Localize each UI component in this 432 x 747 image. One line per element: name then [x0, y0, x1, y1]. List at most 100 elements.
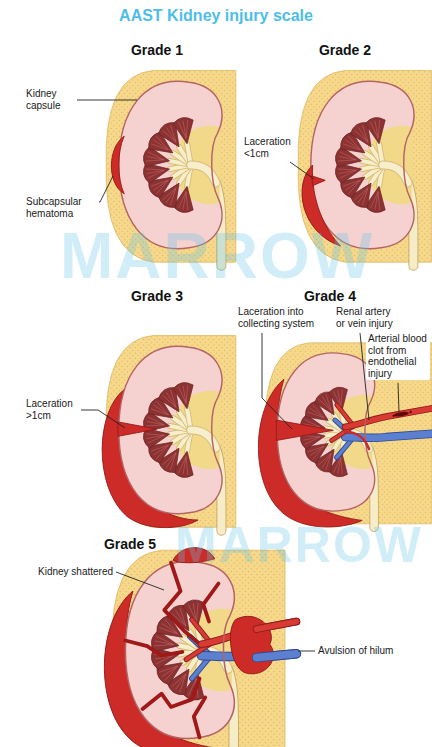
- pyramid-stripe: [310, 446, 324, 456]
- pyramid-stripe: [362, 125, 368, 142]
- renal-artery-stump-outline: [257, 622, 297, 630]
- laceration: [276, 420, 333, 440]
- grade-heading: Grade 1: [131, 42, 183, 58]
- pyramid-stripe: [147, 421, 165, 424]
- pyramid-stripe: [148, 417, 165, 425]
- callout-label: Kidney capsule: [26, 88, 74, 112]
- clot-dot: [392, 415, 394, 417]
- callout-label: Renal artery or vein injury: [336, 306, 400, 330]
- renal-artery-stump: [257, 622, 297, 630]
- laceration: [312, 176, 326, 186]
- renal-artery: [345, 408, 432, 427]
- pyramid-stripe: [343, 180, 360, 186]
- pyramid-stripe: [148, 152, 165, 160]
- watermark-text: MARROW: [60, 224, 374, 288]
- pyramid-stripe: [186, 385, 188, 403]
- callout-label: Laceration >1cm: [26, 398, 78, 422]
- kidney-capsule: [125, 562, 234, 739]
- pyramid-stripe: [370, 192, 378, 209]
- renal-artery-outline: [345, 408, 432, 427]
- pyramid-stripe: [151, 180, 168, 186]
- pyramid-stripe: [340, 170, 357, 178]
- pyramid-stripe: [186, 120, 188, 138]
- fracture-line: [125, 641, 182, 656]
- pyramid-stripe: [196, 603, 198, 622]
- callout-label: Laceration into collecting system: [238, 306, 318, 330]
- pyramid-stripe: [146, 434, 164, 435]
- fracture-line: [203, 584, 218, 622]
- kidney-capsule: [277, 353, 374, 511]
- pyramid-stripe: [146, 160, 164, 161]
- medullary-pyramid: [173, 118, 193, 144]
- renal-cortex: [119, 346, 222, 513]
- pyramid-stripe: [378, 192, 380, 210]
- pyramid-stripe: [341, 390, 342, 407]
- pyramid-stripe: [308, 446, 324, 452]
- pyramid-stripe: [375, 121, 378, 139]
- pyramid-stripe: [186, 457, 188, 475]
- pyramid-stripe: [305, 437, 321, 445]
- arterial-clot: [393, 411, 409, 417]
- callout-label: Arterial blood clot from endothelial inj…: [366, 332, 430, 380]
- watermark-text: MARROW: [175, 520, 423, 570]
- pyramid-stripe: [148, 170, 165, 178]
- pyramid-stripe: [170, 390, 176, 407]
- pelvis-blood: [345, 432, 369, 449]
- grade-heading: Grade 5: [104, 536, 156, 552]
- subcapsular-hematoma: [111, 136, 124, 194]
- pyramid-stripe: [378, 120, 380, 138]
- pyramid-stripe: [166, 392, 176, 407]
- renal-cortex: [277, 353, 374, 511]
- laceration: [118, 422, 157, 436]
- pyramid-stripe: [339, 170, 357, 173]
- pyramid-stripe: [151, 445, 168, 451]
- pyramid-stripe: [153, 180, 168, 190]
- kidney-capsule: [119, 346, 222, 513]
- pyramid-stripe: [338, 169, 356, 170]
- pyramid-stripe: [345, 180, 360, 190]
- callout-label: Subcapsular hematoma: [26, 196, 96, 220]
- pyramid-stripe: [166, 127, 176, 142]
- clot-dot: [409, 411, 411, 413]
- renal-vein-stump-outline: [257, 654, 297, 658]
- callout-label: Laceration <1cm: [244, 136, 296, 160]
- leader-line: [298, 651, 315, 652]
- fracture-line: [164, 563, 197, 643]
- grade-heading: Grade 2: [319, 42, 371, 58]
- leader-line: [262, 333, 292, 429]
- pyramid-stripe: [146, 169, 164, 170]
- renal-vein-stump-outline: [257, 654, 297, 658]
- renal-vein-stump: [257, 654, 297, 658]
- pyramid-stripe: [340, 152, 357, 160]
- pyramid-stripe: [303, 437, 320, 440]
- pyramid-stripe: [156, 636, 173, 644]
- leader-line: [398, 383, 399, 412]
- pyramid-stripe: [303, 436, 320, 437]
- pyramid-stripe: [322, 396, 331, 410]
- pyramid-stripe: [159, 666, 177, 672]
- medullary-pyramid: [173, 383, 193, 409]
- pyramid-stripe: [170, 125, 176, 142]
- medullary-pyramid: [365, 118, 385, 144]
- renal-cortex: [125, 562, 234, 739]
- leader-line: [77, 100, 137, 101]
- grade-heading: Grade 3: [131, 288, 183, 304]
- pyramid-stripe: [155, 641, 174, 645]
- kidney-figure: [104, 548, 296, 747]
- pyramid-stripe: [153, 445, 168, 455]
- pyramid-stripe: [154, 645, 173, 646]
- pyramid-stripe: [338, 160, 356, 161]
- pyramid-stripe: [358, 127, 368, 142]
- pyramid-stripe: [147, 435, 165, 438]
- leader-line: [81, 410, 125, 428]
- pyramid-stripe: [183, 386, 186, 404]
- pyramid-stripe: [339, 156, 357, 159]
- pyramid-stripe: [178, 457, 186, 474]
- renal-vein-stump: [257, 654, 297, 658]
- fracture-line: [143, 679, 200, 709]
- pyramid-stripe: [326, 394, 331, 410]
- callout-label: Avulsion of hilum: [318, 645, 393, 657]
- kidney-figure: [102, 336, 236, 531]
- pyramid-stripe: [148, 435, 165, 443]
